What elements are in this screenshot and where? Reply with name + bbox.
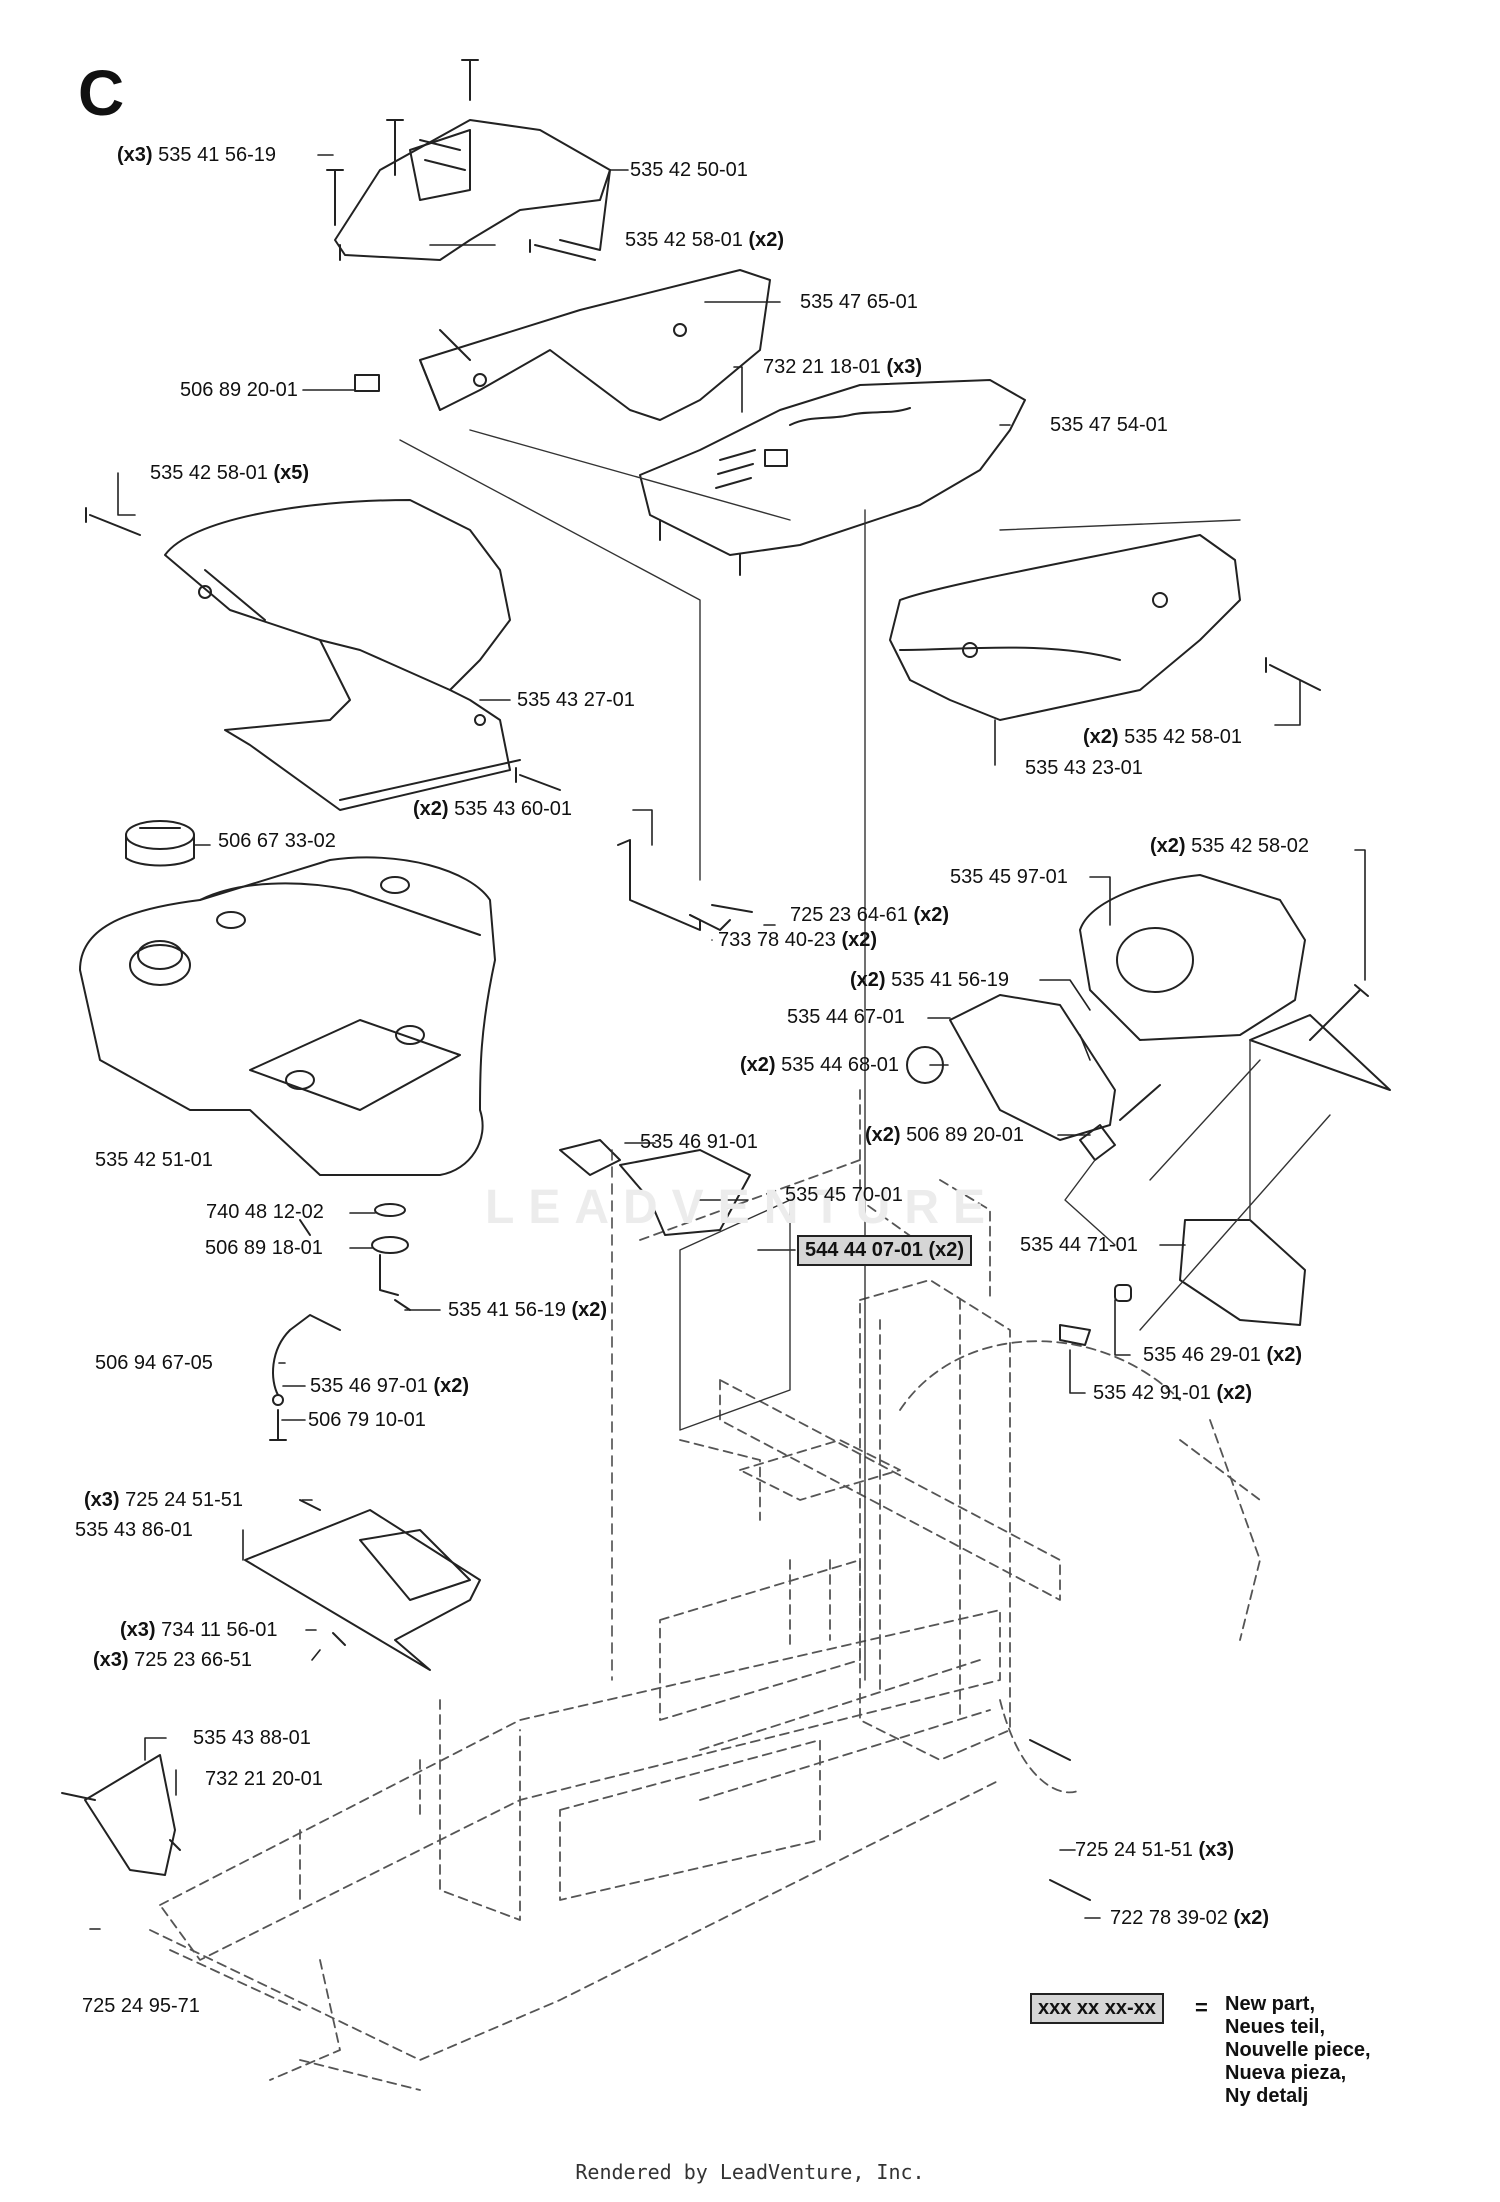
callout-c37[interactable]: (x3) 734 11 56-01 — [120, 1619, 278, 1641]
callout-c16[interactable]: 725 23 64-61 (x2) — [790, 904, 950, 926]
callout-c19[interactable]: 535 44 67-01 — [787, 1006, 905, 1028]
callout-c21[interactable]: 535 42 51-01 — [95, 1149, 213, 1171]
callout-c05[interactable]: 506 89 20-01 — [180, 379, 298, 401]
small-connector — [354, 374, 1132, 1346]
callout-c11[interactable]: 535 43 23-01 — [1025, 757, 1143, 779]
callout-c20[interactable]: (x2) 535 44 68-01 — [740, 1054, 900, 1076]
light-housing — [906, 994, 1116, 1141]
callout-c02[interactable]: 535 42 50-01 — [630, 159, 748, 181]
callout-c10[interactable]: (x2) 535 42 58-01 — [1083, 726, 1243, 748]
callout-c38[interactable]: (x3) 725 23 66-51 — [93, 1649, 253, 1671]
callout-c09[interactable]: 535 43 27-01 — [517, 689, 635, 711]
callout-c32[interactable]: 535 42 91-01 (x2) — [1093, 1382, 1253, 1404]
callout-c08[interactable]: 535 42 58-01 (x5) — [150, 462, 310, 484]
callout-c01[interactable]: (x3) 535 41 56-19 — [117, 144, 277, 166]
callout-c34[interactable]: 506 79 10-01 — [308, 1409, 426, 1431]
callout-c06[interactable]: 732 21 18-01 (x3) — [763, 356, 923, 378]
legend-text: New part, Neues teil, Nouvelle piece, Nu… — [1225, 1993, 1371, 2108]
callout-c36[interactable]: 535 43 86-01 — [75, 1519, 193, 1541]
lens — [1179, 1219, 1306, 1326]
callout-c29[interactable]: 535 41 56-19 (x2) — [448, 1299, 608, 1321]
callout-c43[interactable]: 725 24 95-71 — [82, 1995, 200, 2017]
legend-equals: = — [1195, 1995, 1208, 2020]
legend-line: Ny detalj — [1225, 2085, 1309, 2107]
callout-c17[interactable]: 733 78 40-23 (x2) — [718, 929, 878, 951]
callout-c04[interactable]: 535 47 65-01 — [800, 291, 918, 313]
callout-c35[interactable]: (x3) 725 24 51-51 — [84, 1489, 244, 1511]
bottom-cover — [244, 1509, 481, 1671]
fuel-tank — [79, 856, 496, 1176]
bracket-small — [617, 839, 731, 931]
callout-c40[interactable]: 732 21 20-01 — [205, 1768, 323, 1790]
callout-c30[interactable]: 535 46 29-01 (x2) — [1143, 1344, 1303, 1366]
side-plate — [84, 1754, 176, 1876]
callout-c07[interactable]: 535 47 54-01 — [1050, 414, 1168, 436]
assembly-lines — [399, 429, 1331, 1681]
callout-c18[interactable]: (x2) 535 41 56-19 — [850, 969, 1010, 991]
section-letter: C — [78, 57, 125, 129]
legend-line: Nueva pieza, — [1225, 2062, 1347, 2084]
callout-c14[interactable]: (x2) 535 42 58-02 — [1150, 835, 1310, 857]
callout-c42[interactable]: 722 78 39-02 (x2) — [1110, 1907, 1270, 1929]
legend-line: Nouvelle piece, — [1225, 2039, 1371, 2061]
callout-c03[interactable]: 535 42 58-01 (x2) — [625, 229, 785, 251]
callout-c33[interactable]: 535 46 97-01 (x2) — [310, 1375, 470, 1397]
legend-key: xxx xx xx-xx — [1030, 1993, 1164, 2024]
chassis-frame — [149, 1089, 1261, 2091]
callout-c22[interactable]: 535 46 91-01 — [640, 1131, 758, 1153]
callout-c25[interactable]: 535 45 70-01 — [785, 1184, 903, 1206]
callout-c13[interactable]: 506 67 33-02 — [218, 830, 336, 852]
dashboard — [639, 379, 1026, 576]
right-fender-panel — [889, 534, 1241, 721]
callout-c28[interactable]: 535 44 71-01 — [1020, 1234, 1138, 1256]
new-part-callout-c27[interactable]: 544 44 07-01 (x2) — [797, 1235, 973, 1266]
callout-c39[interactable]: 535 43 88-01 — [193, 1727, 311, 1749]
callout-c12[interactable]: (x2) 535 43 60-01 — [413, 798, 573, 820]
top-dash-cover — [334, 119, 611, 261]
callout-c24[interactable]: 740 48 12-02 — [206, 1201, 324, 1223]
left-fender-panel — [164, 499, 521, 811]
callout-c31[interactable]: 506 94 67-05 — [95, 1352, 213, 1374]
legend-line: New part, — [1225, 1993, 1316, 2015]
footer-credit: Rendered by LeadVenture, Inc. — [575, 2160, 925, 2184]
fasteners — [61, 59, 1369, 1901]
callout-c26[interactable]: 506 89 18-01 — [205, 1237, 323, 1259]
legend-line: Neues teil, — [1225, 2016, 1326, 2038]
watermark: LEADVENTURE — [485, 1181, 1000, 1234]
rear-knob-housing — [1079, 874, 1391, 1091]
fuel-line-parts — [269, 1203, 409, 1441]
callout-c15[interactable]: 535 45 97-01 — [950, 866, 1068, 888]
callout-c23[interactable]: (x2) 506 89 20-01 — [865, 1124, 1025, 1146]
upper-panel — [419, 269, 771, 421]
callout-c41[interactable]: 725 24 51-51 (x3) — [1075, 1839, 1235, 1861]
switch-assembly — [559, 1139, 751, 1236]
fuel-cap — [125, 820, 195, 867]
leader-lines — [89, 154, 1366, 1930]
